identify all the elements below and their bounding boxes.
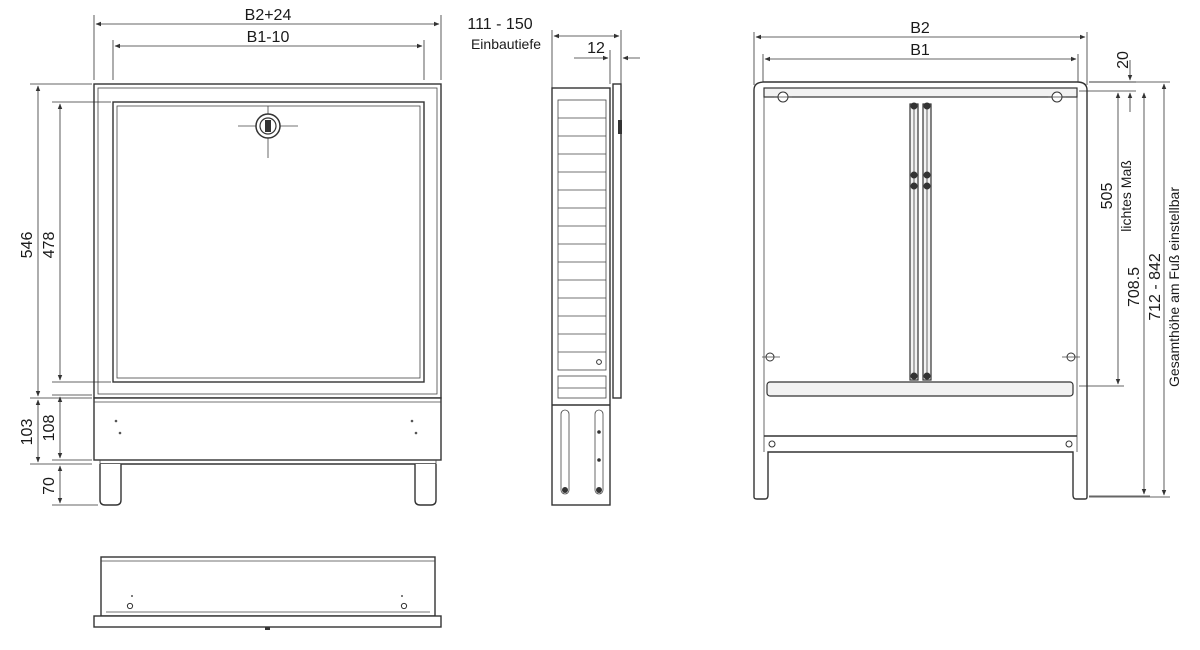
door-lock-icon [238,106,298,158]
label-back-outer-width: B2 [910,20,930,37]
label-depth: 111 - 150 [467,16,532,33]
back-bottom-rail [766,381,1074,397]
front-left-foot [99,464,122,506]
label-lower-height: 103 [19,419,36,446]
label-frame-height: 708.5 [1126,267,1143,307]
dim-lower-height: 103 [19,399,92,465]
label-inner-width: B1-10 [247,29,290,46]
dim-feet-height: 70 [41,465,98,506]
dim-inner-width: B1-10 [112,29,425,80]
top-view [93,556,442,630]
front-right-foot [414,464,437,506]
dim-back-outer-width: B2 [753,20,1088,85]
dim-total-height-adjustable: 712 - 842 Gesamthöhe am Fuß einstellbar [1089,81,1182,498]
label-depth-caption: Einbautiefe [471,36,541,52]
side-cabinet [551,87,611,506]
side-view: 111 - 150 Einbautiefe 12 [467,16,640,506]
mount-bracket-icons [762,91,1080,362]
dim-door-offset: 12 [574,40,640,84]
side-slats [558,117,606,353]
dim-frame-height: 708.5 [1089,92,1150,497]
label-door-height: 478 [41,232,58,259]
label-total-height-caption: Gesamthöhe am Fuß einstellbar [1166,187,1182,387]
dim-back-inner-width: B1 [762,42,1079,85]
dim-outer-width: B2+24 [93,7,442,80]
label-total-height: 546 [19,232,36,259]
back-view: B2 B1 [753,20,1182,500]
side-door-profile [612,83,622,399]
manifold-rails [909,102,932,381]
label-feet-height: 70 [41,477,58,495]
label-outer-width: B2+24 [245,7,292,24]
label-total-height-adjustable: 712 - 842 [1147,253,1164,321]
label-back-inner-width: B1 [910,42,930,59]
dim-depth: 111 - 150 Einbautiefe [467,16,622,88]
dim-panel-height: 108 [41,394,92,461]
dim-clear-height: 505 lichtes Maß [1079,92,1134,387]
label-top-gap: 20 [1115,51,1132,69]
label-panel-height: 108 [41,415,58,442]
dim-door-height: 478 [41,101,111,383]
label-clear-height-caption: lichtes Maß [1118,160,1134,232]
front-view: B2+24 B1-10 [19,7,442,506]
front-door [112,101,425,383]
label-door-offset: 12 [587,40,605,57]
dim-total-height: 546 [19,83,92,399]
front-lower-panel [93,397,442,461]
back-top-rail [763,87,1078,98]
label-clear-height: 505 [1099,183,1116,210]
